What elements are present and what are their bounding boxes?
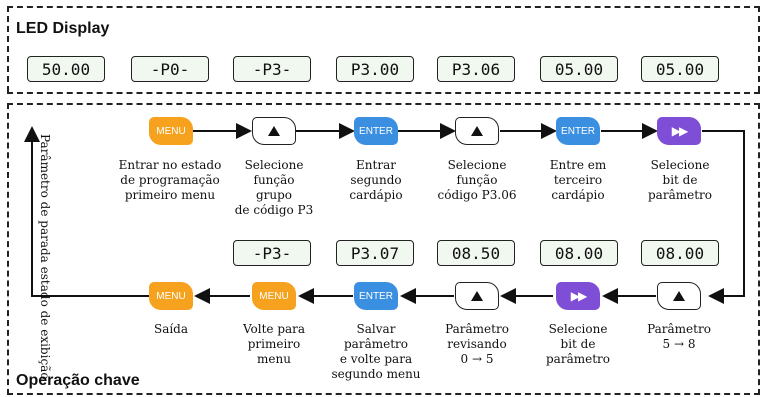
caption-r2-6: Parâmetro 5 → 8 (647, 322, 711, 351)
up-key-2 (455, 117, 499, 145)
led-display-title: LED Display (16, 20, 110, 37)
enter-key-1: ENTER (354, 117, 398, 145)
menu-key-1: MENU (149, 117, 193, 145)
arrow-right-connector (702, 130, 745, 304)
caption-r1-6: Selecione bit de parâmetro (648, 158, 712, 202)
caption-r2-4: Parâmetro revisando 0 → 5 (445, 322, 509, 366)
caption-r1-3: Entrar segundo cardápio (349, 158, 403, 202)
fast-forward-icon: ▶▶ (671, 124, 689, 138)
menu-key-back: MENU (252, 282, 296, 310)
side-text-2: estado de exibição (38, 266, 52, 380)
caption-r1-2: Selecione função grupo de código P3 (234, 158, 314, 217)
led-value-7: 05.00 (641, 56, 719, 82)
led-value-5: P3.06 (437, 56, 515, 82)
row2-display-1: -P3- (233, 240, 311, 266)
caption-r1-1: Entrar no estado de programação primeiro… (118, 158, 222, 202)
caption-r2-1: Saída (153, 322, 189, 336)
arrow-left-return (24, 126, 150, 297)
shift-key-2: ▶▶ (556, 282, 600, 310)
row2-display-5: 08.00 (641, 240, 719, 266)
caption-r2-2: Volte para primeiro menu (242, 322, 306, 366)
led-value-2: -P0- (131, 56, 209, 82)
up-triangle-icon (268, 126, 280, 136)
up-triangle-icon (471, 126, 483, 136)
up-key-4 (657, 282, 701, 310)
caption-r2-3: Salvar parâmetro e volte para segundo me… (331, 322, 421, 381)
shift-key-1: ▶▶ (657, 117, 701, 145)
key-operation-title: Operação chave (16, 372, 140, 389)
up-triangle-icon (673, 291, 685, 301)
row2-display-3: 08.50 (437, 240, 515, 266)
led-display-frame (7, 6, 760, 92)
led-value-4: P3.00 (336, 56, 414, 82)
section-divider (7, 92, 760, 94)
caption-r1-5: Entre em terceiro cardápio (549, 158, 607, 202)
key-operation-frame (7, 103, 760, 395)
up-key-1 (252, 117, 296, 145)
fast-forward-icon: ▶▶ (570, 289, 588, 303)
row2-display-2: P3.07 (336, 240, 414, 266)
caption-r2-5: Selecione bit de parâmetro (546, 322, 610, 366)
enter-key-2: ENTER (556, 117, 600, 145)
menu-key-exit: MENU (149, 282, 193, 310)
up-triangle-icon (471, 291, 483, 301)
row2-display-4: 08.00 (540, 240, 618, 266)
enter-key-save: ENTER (354, 282, 398, 310)
led-value-1: 50.00 (27, 56, 105, 82)
led-value-3: -P3- (233, 56, 311, 82)
up-key-3 (455, 282, 499, 310)
side-text-block: Parâmetro de parada estado de exibição (38, 134, 52, 380)
caption-r1-4: Selecione função código P3.06 (437, 158, 517, 202)
led-value-6: 05.00 (540, 56, 618, 82)
side-text-1: Parâmetro de parada (38, 134, 52, 263)
